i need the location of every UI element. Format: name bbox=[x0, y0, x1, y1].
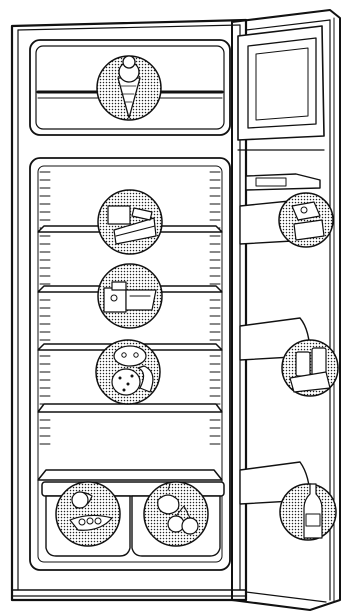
vegetables-icon bbox=[56, 482, 120, 546]
fruit-icon bbox=[144, 482, 208, 546]
fish-and-sausage-icon bbox=[96, 340, 160, 404]
freezer-compartment bbox=[30, 40, 230, 135]
bottle-icon bbox=[280, 484, 336, 540]
main-compartment bbox=[30, 158, 230, 570]
cake-and-cheese-icon bbox=[98, 190, 162, 254]
jars-and-eggs-icon bbox=[282, 340, 338, 396]
packaged-meat-icon bbox=[98, 264, 162, 328]
freezer-door-panel bbox=[238, 26, 324, 150]
butter-and-cheese-icon bbox=[279, 193, 333, 247]
refrigerator-door bbox=[232, 10, 340, 610]
ice-cream-cone-icon bbox=[97, 56, 161, 120]
